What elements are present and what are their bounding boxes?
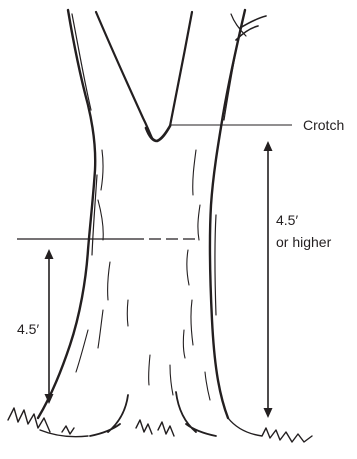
trunk-right-outline (210, 10, 245, 418)
grass-left (8, 408, 88, 437)
trunk-right-outline-texture (215, 14, 246, 315)
branch-stub (236, 16, 266, 40)
trunk-left-outline (38, 10, 95, 418)
measurement-4-5-label: 4.5′ (17, 321, 39, 338)
crotch-outline (146, 126, 170, 141)
tree-trunk-drawing (8, 10, 312, 442)
right-limb-inner-edge (170, 12, 192, 126)
left-limb-inner-edge (96, 12, 152, 138)
arrow-4-5-feet-or-higher (264, 141, 273, 418)
arrow-4-5-feet (45, 249, 54, 404)
measurement-4-5-or-higher-line1: 4.5′ (276, 212, 298, 229)
root-flare-left (90, 395, 128, 436)
grass-middle (136, 420, 174, 436)
crotch-label: Crotch (303, 117, 344, 134)
measurement-4-5-or-higher-line2: or higher (276, 234, 331, 251)
grass-right (228, 418, 312, 442)
